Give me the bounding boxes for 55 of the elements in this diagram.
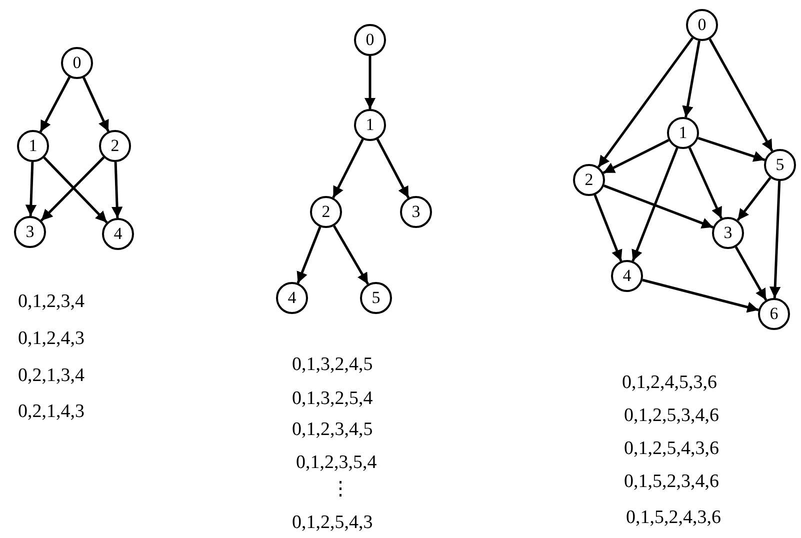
arrow	[82, 77, 110, 132]
graph-node: 1	[667, 117, 699, 149]
graph-node: 5	[360, 282, 392, 314]
arrow	[364, 56, 376, 109]
arrow	[734, 246, 768, 301]
order-sequence: 0,1,2,4,3	[18, 329, 84, 348]
order-sequence: 0,1,3,2,5,4	[292, 389, 373, 408]
order-sequence: 0,2,1,3,4	[18, 366, 84, 385]
arrow	[632, 147, 678, 262]
arrow	[25, 162, 37, 216]
arrow	[597, 37, 694, 168]
graph-node: 0	[61, 47, 93, 79]
arrow	[332, 138, 364, 198]
graph-node: 2	[310, 196, 342, 228]
graph-node: 1	[354, 109, 386, 141]
arrow	[594, 194, 622, 262]
arrow	[698, 136, 766, 162]
graph-node: 2	[99, 130, 131, 162]
order-sequence: 0,1,2,3,4,5	[292, 420, 373, 439]
graph-node: 3	[14, 216, 46, 248]
graph-node: 4	[611, 260, 643, 292]
order-sequence: 0,1,2,4,5,3,6	[622, 373, 717, 392]
arrow	[111, 162, 123, 218]
graph-node: 1	[17, 130, 49, 162]
order-sequence: 0,1,3,2,4,5	[292, 355, 373, 374]
graph-node: 0	[354, 24, 386, 56]
graph-node: 4	[276, 282, 308, 314]
order-sequence: 0,1,2,5,4,3	[292, 513, 373, 532]
graph-node: 6	[758, 298, 790, 330]
order-sequence: 0,1,2,5,4,3,6	[624, 439, 719, 458]
arrow	[332, 225, 370, 285]
arrow	[39, 76, 71, 132]
arrow	[602, 139, 670, 174]
order-sequence: 0,1,5,2,3,4,6	[624, 472, 719, 491]
arrow	[296, 226, 322, 284]
order-sequence: 0,1,2,5,3,4,6	[624, 406, 719, 425]
order-sequence: 0,2,1,4,3	[18, 402, 84, 421]
order-sequence: ⋮	[331, 480, 350, 499]
graph-node: 5	[764, 149, 796, 181]
arrow	[688, 147, 723, 219]
graph-node: 2	[573, 164, 605, 196]
order-sequence: 0,1,2,3,5,4	[296, 453, 377, 472]
graph-node: 3	[712, 217, 744, 249]
graph-node: 0	[686, 9, 718, 41]
arrow	[604, 184, 714, 229]
order-sequence: 0,1,2,3,4	[18, 292, 84, 311]
graph-node: 3	[400, 196, 432, 228]
arrow	[708, 38, 774, 152]
arrow	[642, 278, 759, 313]
order-sequence: 0,1,5,2,4,3,6	[626, 508, 721, 527]
arrow	[736, 176, 772, 222]
arrow	[769, 180, 781, 298]
arrow	[376, 138, 410, 198]
graph-node: 4	[102, 218, 134, 250]
arrow	[682, 40, 700, 118]
